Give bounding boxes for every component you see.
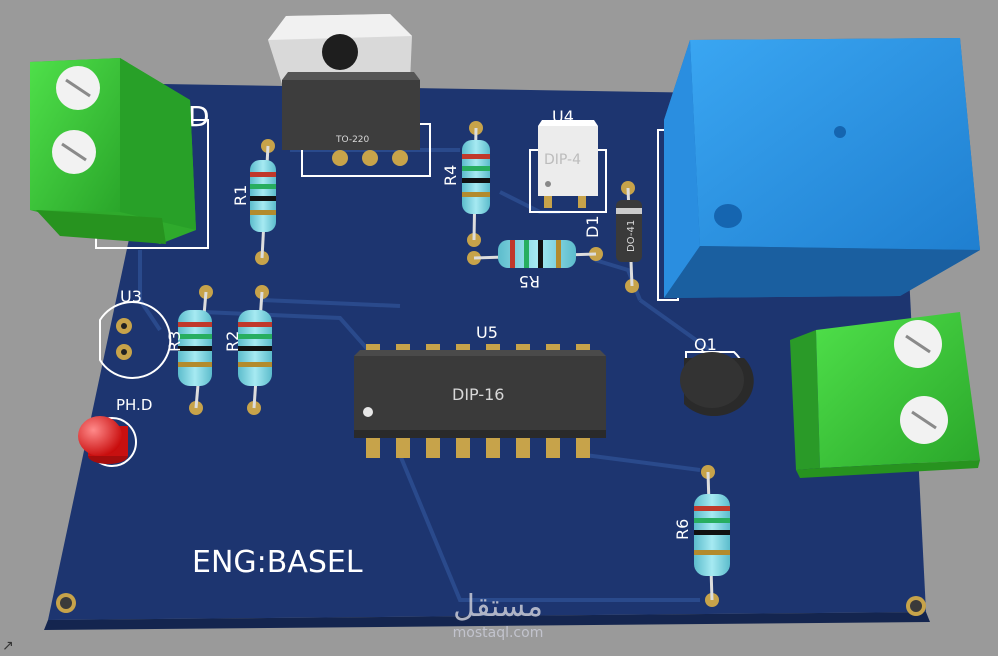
ic-pin <box>486 438 500 458</box>
ic-u5-dip16: U5 DIP-16 <box>354 323 606 458</box>
copper-traces <box>138 148 712 602</box>
ic-pin <box>366 438 380 458</box>
ic-pin <box>516 438 530 458</box>
led-phd: PH.D <box>78 396 152 467</box>
r1-label: R1 <box>231 185 250 206</box>
watermark: مستقل mostaql.com <box>453 589 544 641</box>
relay <box>657 38 980 301</box>
ic-pin <box>396 438 410 458</box>
resistor-r2: R2 <box>223 285 272 415</box>
terminal-block-j2 <box>790 312 980 478</box>
optocoupler-body-label: DIP-4 <box>544 152 581 168</box>
diode-d1: D1 DO-41 <box>583 181 642 293</box>
mounting-holes <box>56 593 926 616</box>
watermark-site: mostaql.com <box>453 625 544 641</box>
r6-label: R6 <box>673 519 692 540</box>
ic-body-label: DIP-16 <box>452 385 504 404</box>
r3-label: R3 <box>165 331 184 352</box>
corner-arrow-icon: ↗ <box>2 638 14 654</box>
ic-pin <box>546 438 560 458</box>
regulator-body-label: TO-220 <box>335 135 370 145</box>
r4-label: R4 <box>441 165 460 186</box>
j1-label-partial: D <box>188 100 210 133</box>
voltage-regulator-to220: TO-220 <box>268 14 431 177</box>
resistor-r5: R5 <box>467 240 603 291</box>
watermark-logo: مستقل <box>453 589 543 624</box>
phd-label: PH.D <box>116 396 152 414</box>
u5-label: U5 <box>476 323 498 342</box>
resistor-r4: R4 <box>441 121 490 247</box>
author-label: ENG:BASEL <box>192 545 363 580</box>
resistor-r1: R1 <box>231 139 276 265</box>
resistor-r6: R6 <box>673 465 730 607</box>
r5-label: R5 <box>519 272 540 291</box>
component-u3: U3 <box>99 287 172 379</box>
d1-label: D1 <box>583 216 602 239</box>
q1-label: Q1 <box>694 335 717 354</box>
optocoupler-u4: U4 DIP-4 <box>529 107 607 213</box>
transistor-q1: Q1 <box>680 335 754 417</box>
ic-pin <box>576 438 590 458</box>
terminal-block-j1: D <box>30 58 210 249</box>
ic-pin <box>456 438 470 458</box>
r2-label: R2 <box>223 331 242 352</box>
ic-pin <box>426 438 440 458</box>
diode-body-label: DO-41 <box>626 220 637 252</box>
resistor-r3: R3 <box>165 285 213 415</box>
